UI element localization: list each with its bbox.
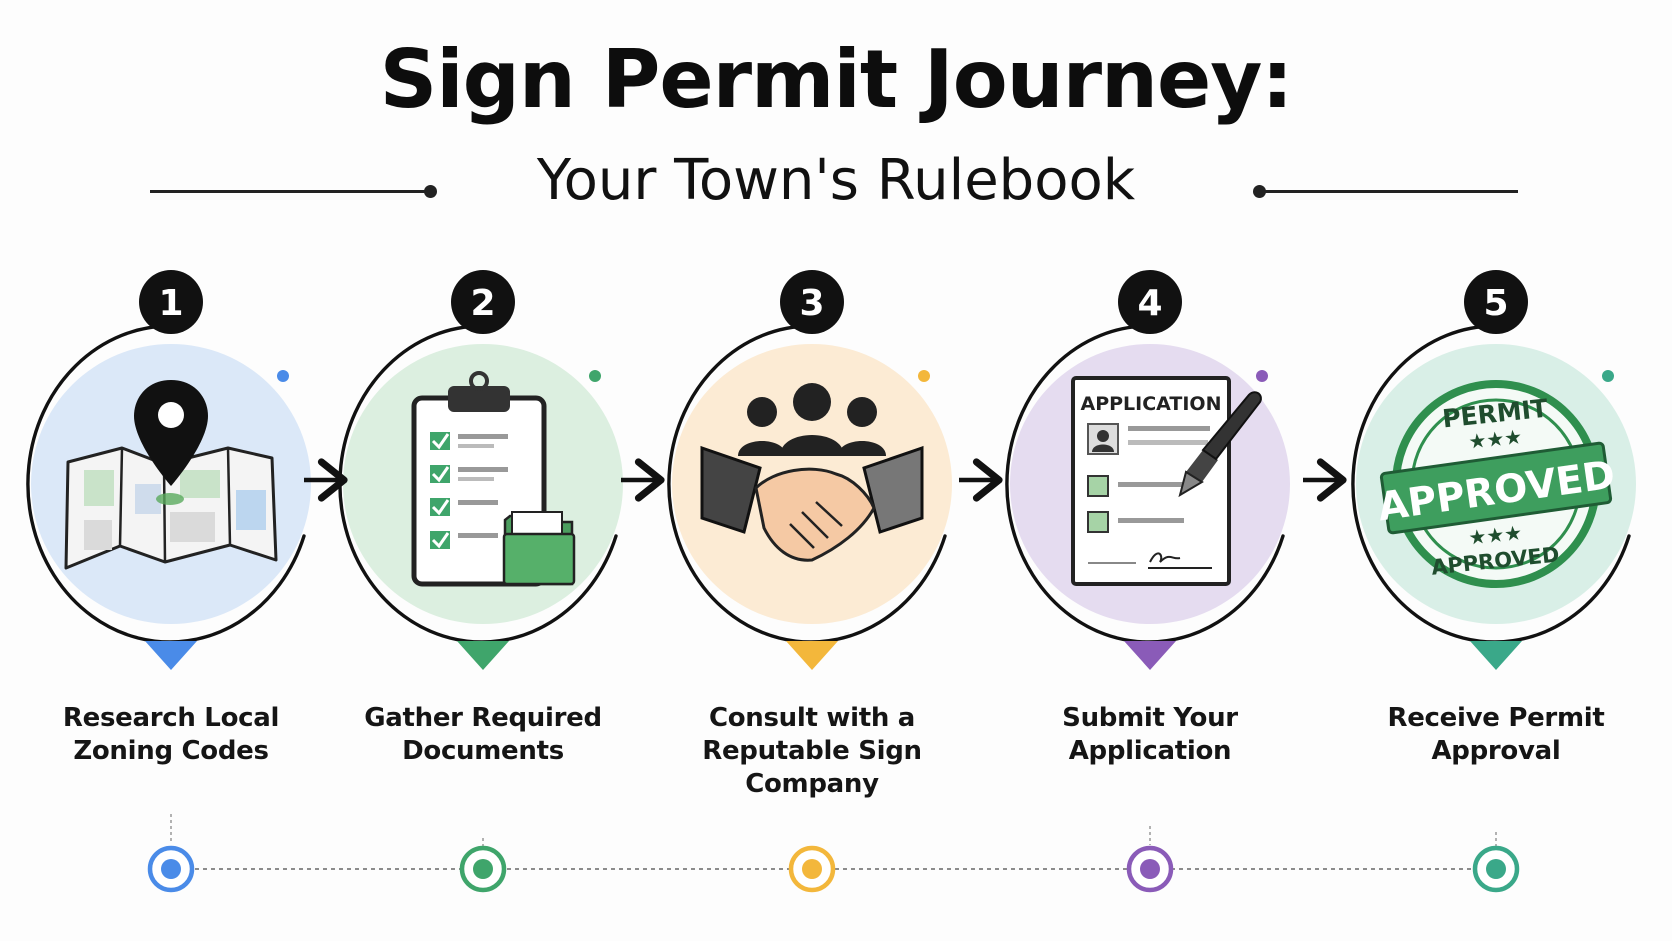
step-5-arc (1351, 324, 1631, 644)
step-1-label-line-2: Zoning Codes (73, 736, 269, 766)
step-3-pointer (786, 641, 838, 670)
step-3: 3 (667, 270, 952, 670)
step-3-arc (667, 324, 947, 644)
step-2-label: Gather Required Documents (333, 702, 633, 768)
approved-stamp-icon: PERMIT ★★★ APPROVED ★★★ APPROVED (1375, 380, 1618, 588)
application-form-icon: APPLICATION (1071, 376, 1262, 586)
step-3-label-line-1: Consult with a (708, 703, 916, 733)
page-title: Sign Permit Journey: (379, 33, 1294, 126)
timeline-marker-2 (459, 838, 507, 893)
step-3-label-line-3: Company (745, 769, 879, 799)
step-1-arc (26, 324, 306, 644)
step-3-accent-dot (918, 370, 930, 382)
step-2-arc (338, 324, 618, 644)
step-4-pointer (1124, 641, 1176, 670)
step-1-number-badge (139, 270, 203, 334)
step-4-number: 4 (1137, 283, 1162, 324)
step-2-label-line-2: Documents (402, 736, 564, 766)
step-5: PERMIT ★★★ APPROVED ★★★ APPROVED 5 (1351, 270, 1636, 670)
step-5-label-line-2: Approval (1431, 736, 1561, 766)
step-4-label-line-1: Submit Your (1062, 703, 1238, 733)
step-5-accent-dot (1602, 370, 1614, 382)
timeline-marker-5 (1472, 832, 1520, 893)
step-4-accent-dot (1256, 370, 1268, 382)
step-4-number-badge (1118, 270, 1182, 334)
svg-text:★★★: ★★★ (1467, 424, 1523, 453)
header: Sign Permit Journey: Your Town's Ruleboo… (0, 0, 1672, 240)
clipboard-checklist-icon (411, 371, 576, 587)
step-2-label-line-1: Gather Required (364, 703, 602, 733)
step-3-number: 3 (799, 283, 824, 324)
step-4-arc (1005, 324, 1285, 644)
step-2-number-badge (451, 270, 515, 334)
step-3-label-line-2: Reputable Sign (702, 736, 922, 766)
timeline-marker-1 (147, 814, 195, 893)
step-4-label: Submit Your Application (1000, 702, 1300, 768)
step-1-pointer (145, 641, 197, 670)
divider-right (1258, 190, 1518, 193)
step-5-number-badge (1464, 270, 1528, 334)
step-4: APPLICATION 4 (1005, 270, 1290, 670)
step-2-accent-dot (589, 370, 601, 382)
step-1-label-line-1: Research Local (62, 703, 280, 733)
step-3-number-badge (780, 270, 844, 334)
step-4-label-line-2: Application (1068, 736, 1232, 766)
step-5-number: 5 (1483, 283, 1508, 324)
application-heading-text: APPLICATION (1081, 393, 1222, 415)
step-5-label-line-1: Receive Permit (1387, 703, 1605, 733)
step-2-pointer (457, 641, 509, 670)
map-pin-icon (64, 380, 278, 570)
step-1-number: 1 (158, 283, 183, 324)
step-1: 1 (26, 270, 311, 670)
step-2: 2 (338, 270, 623, 670)
step-5-label: Receive Permit Approval (1346, 702, 1646, 768)
step-2-number: 2 (470, 283, 495, 324)
page-subtitle: Your Town's Rulebook (536, 148, 1136, 213)
step-1-label: Research Local Zoning Codes (21, 702, 321, 768)
step-5-pointer (1470, 641, 1522, 670)
divider-left (150, 190, 430, 193)
divider-left-dot (424, 185, 437, 198)
handshake-icon (700, 383, 924, 562)
svg-text:★★★: ★★★ (1467, 520, 1523, 549)
step-3-label: Consult with a Reputable Sign Company (662, 702, 962, 801)
timeline-marker-3 (788, 845, 836, 893)
step-1-accent-dot (277, 370, 289, 382)
timeline-marker-4 (1126, 826, 1174, 893)
